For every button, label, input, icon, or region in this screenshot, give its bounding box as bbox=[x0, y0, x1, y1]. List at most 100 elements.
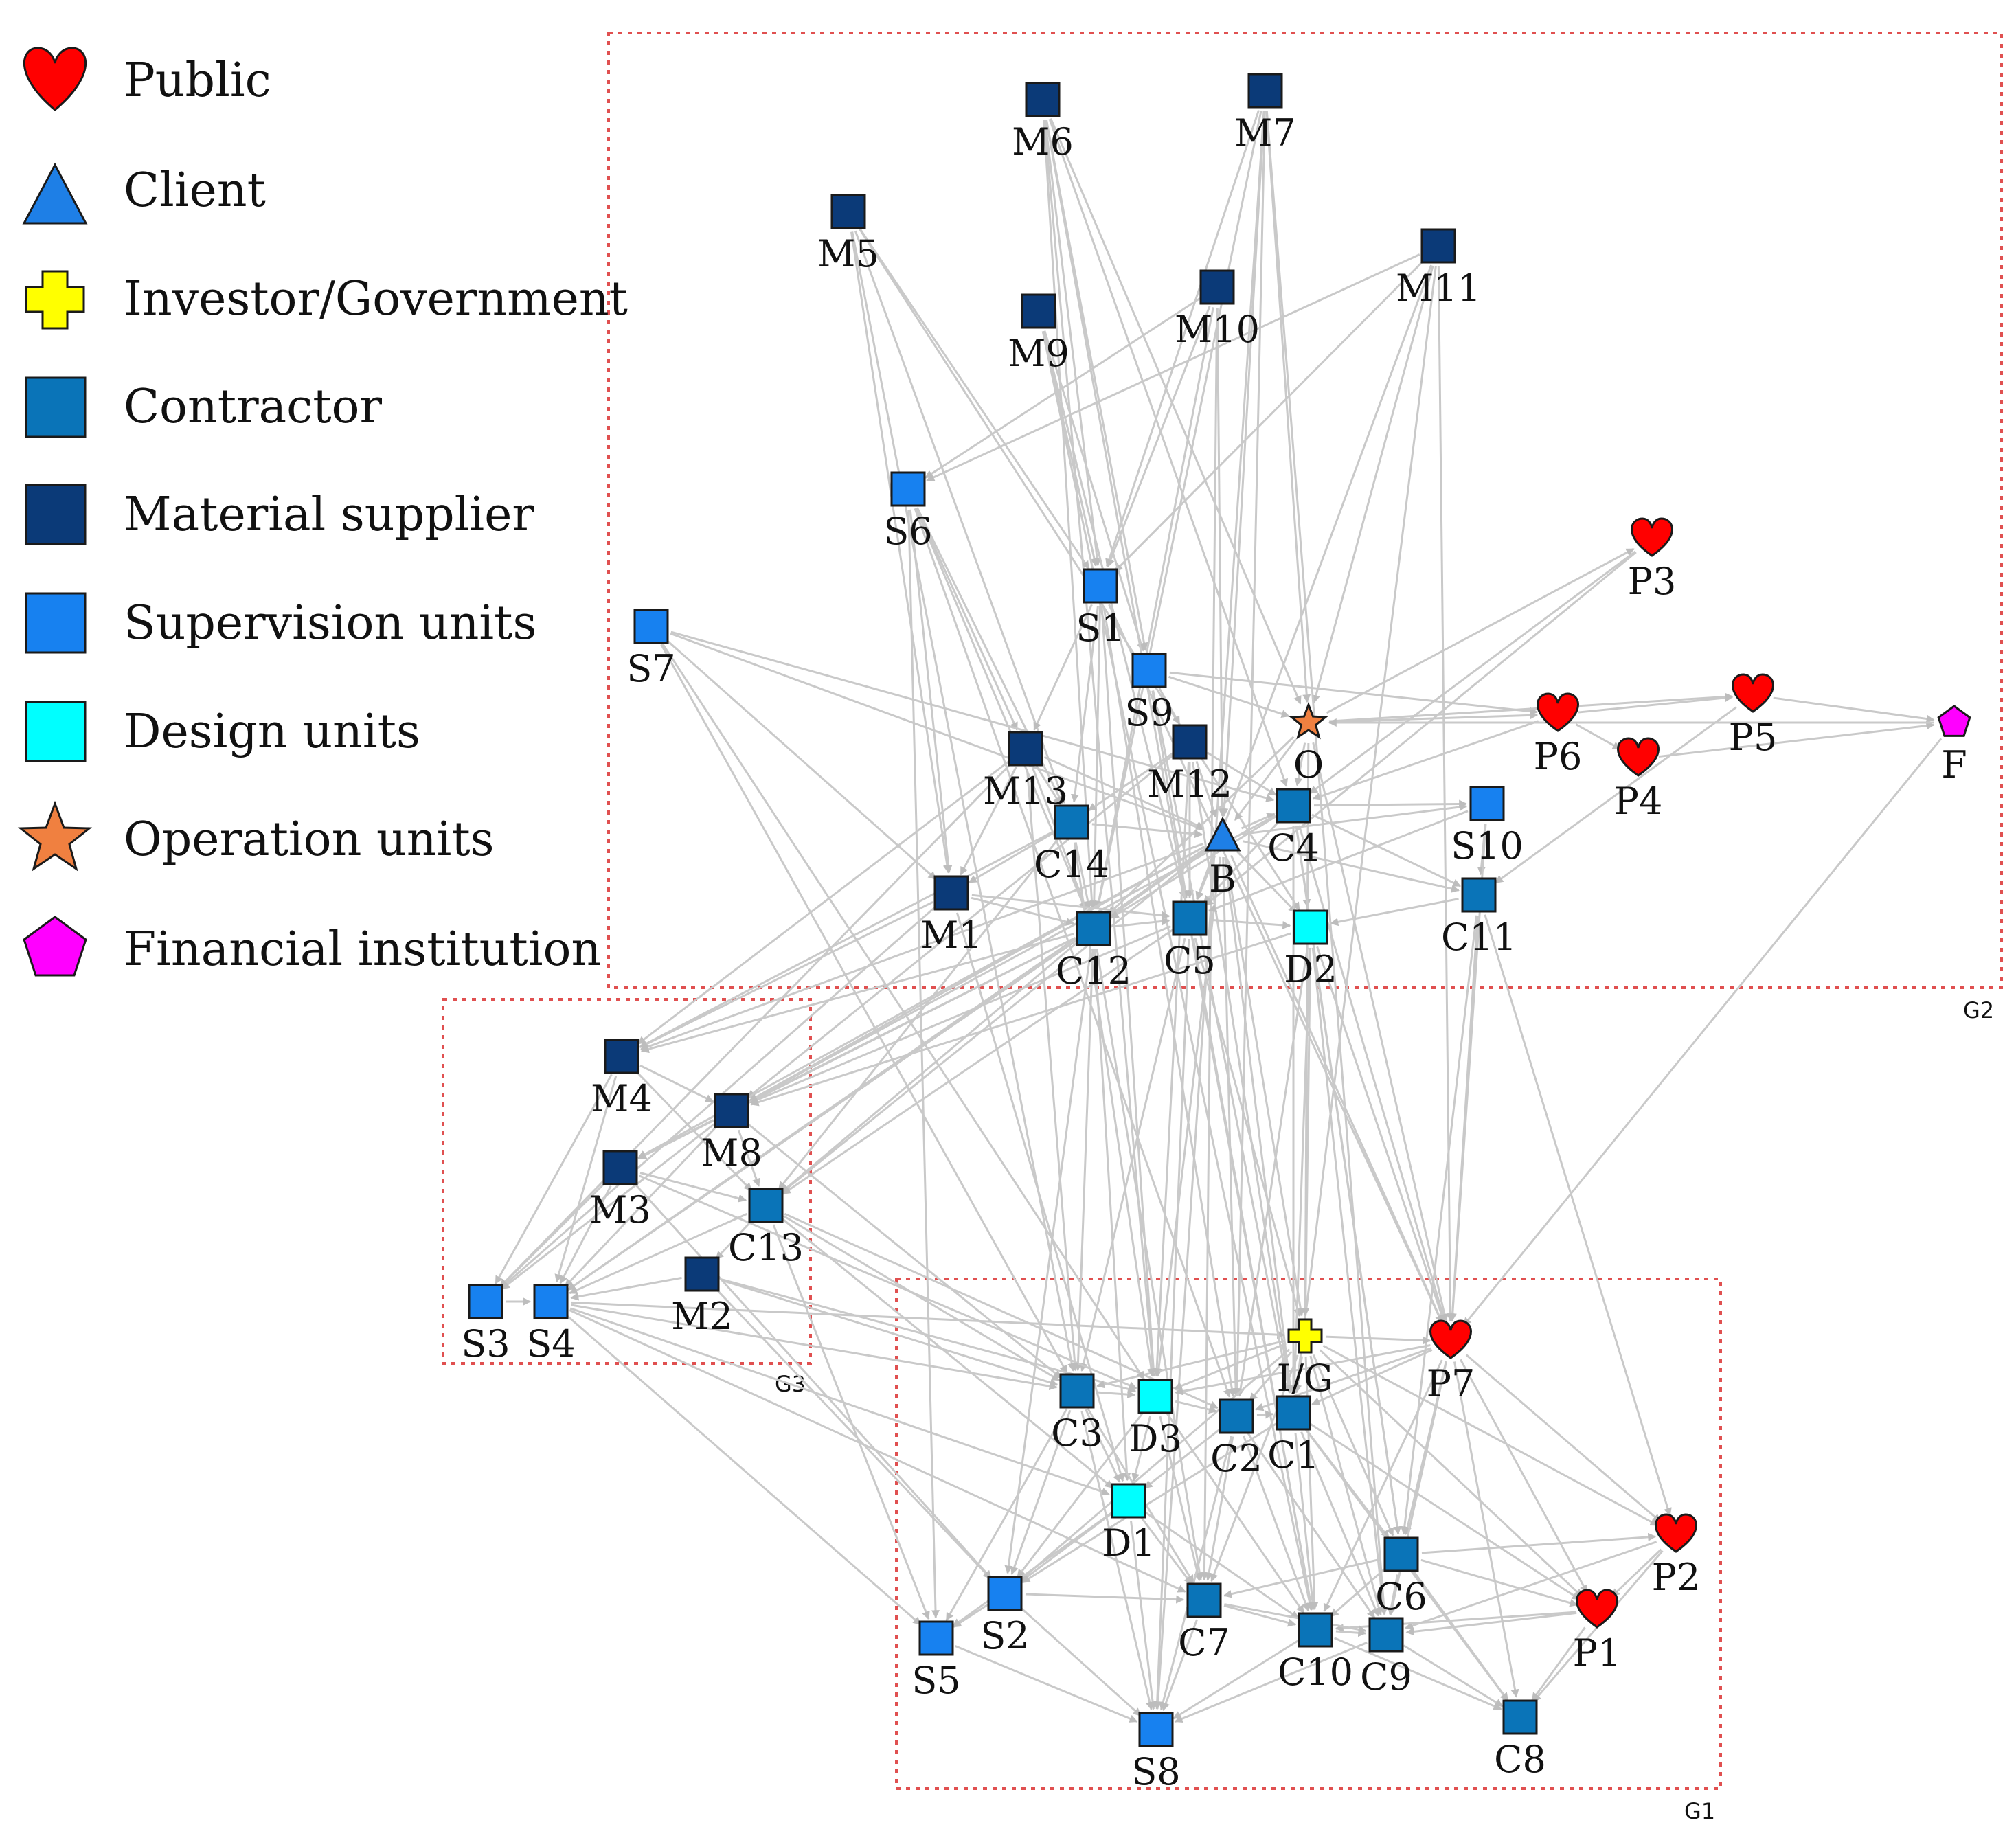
square-icon bbox=[1025, 82, 1061, 117]
edge-c7-c9 bbox=[1224, 1603, 1367, 1634]
edge-m1-m4 bbox=[639, 900, 933, 1049]
edge-p5-f bbox=[1773, 696, 1935, 723]
node-d2[interactable]: D2 bbox=[1284, 909, 1337, 991]
node-c12[interactable]: C12 bbox=[1056, 911, 1131, 992]
node-p4[interactable]: P4 bbox=[1614, 737, 1663, 823]
material-supplier-square-icon bbox=[25, 484, 87, 545]
square-icon bbox=[1219, 1398, 1254, 1434]
node-p2[interactable]: P2 bbox=[1652, 1513, 1701, 1599]
node-s3[interactable]: S3 bbox=[461, 1284, 510, 1365]
node-c11[interactable]: C11 bbox=[1441, 877, 1517, 959]
node-c8[interactable]: C8 bbox=[1494, 1699, 1546, 1781]
node-s1[interactable]: S1 bbox=[1076, 568, 1125, 650]
node-label-s7: S7 bbox=[626, 647, 675, 690]
edge-s4-ig bbox=[571, 1301, 1286, 1339]
node-m8[interactable]: M8 bbox=[701, 1093, 762, 1175]
edge-m1-d1 bbox=[955, 912, 1125, 1482]
node-f[interactable]: F bbox=[1937, 705, 1971, 786]
edge-b-d3 bbox=[1154, 856, 1221, 1377]
edge-m7-c9 bbox=[1265, 111, 1388, 1615]
node-s8[interactable]: S8 bbox=[1131, 1712, 1181, 1793]
edge-c11-c6 bbox=[1400, 915, 1477, 1535]
node-s2[interactable]: S2 bbox=[980, 1576, 1030, 1657]
triangle-icon bbox=[1204, 816, 1241, 852]
node-m9[interactable]: M9 bbox=[1008, 293, 1069, 375]
node-m5[interactable]: M5 bbox=[817, 194, 879, 275]
edge-m10-s1 bbox=[1107, 306, 1211, 568]
node-p3[interactable]: P3 bbox=[1628, 517, 1677, 603]
heart-icon bbox=[1576, 1589, 1618, 1629]
node-b[interactable]: B bbox=[1204, 816, 1241, 900]
node-d3[interactable]: D3 bbox=[1129, 1378, 1182, 1460]
node-p6[interactable]: P6 bbox=[1534, 692, 1583, 778]
legend-item-operation: Operation units bbox=[17, 800, 495, 872]
node-m2[interactable]: M2 bbox=[671, 1256, 733, 1338]
node-c3[interactable]: C3 bbox=[1051, 1373, 1103, 1455]
node-s6[interactable]: S6 bbox=[883, 471, 933, 553]
node-c10[interactable]: C10 bbox=[1278, 1612, 1353, 1694]
edge-c12-s2 bbox=[1004, 949, 1092, 1574]
square-icon bbox=[1137, 1378, 1173, 1414]
group-label-g2: G2 bbox=[1963, 997, 1994, 1023]
edge-m11-s1 bbox=[1114, 260, 1425, 572]
node-c5[interactable]: C5 bbox=[1164, 900, 1216, 982]
node-s4[interactable]: S4 bbox=[526, 1284, 576, 1365]
node-label-c13: C13 bbox=[728, 1226, 804, 1269]
node-m12[interactable]: M12 bbox=[1147, 724, 1232, 806]
node-label-m1: M1 bbox=[920, 914, 982, 957]
triangle-icon bbox=[22, 162, 88, 225]
edge-d2-ig bbox=[1301, 947, 1312, 1317]
edge-c12-c3 bbox=[1074, 949, 1094, 1372]
edge-c13-s4 bbox=[569, 1212, 748, 1295]
legend-item-investor: Investor/Government bbox=[25, 270, 628, 330]
node-s10[interactable]: S10 bbox=[1451, 786, 1524, 867]
node-p1[interactable]: P1 bbox=[1573, 1589, 1622, 1675]
node-p5[interactable]: P5 bbox=[1729, 673, 1778, 759]
edge-m10-b bbox=[1216, 307, 1227, 817]
edge-b-s10 bbox=[1243, 803, 1468, 835]
square-icon bbox=[890, 471, 926, 507]
edge-m11-o bbox=[1311, 265, 1434, 704]
node-label-m4: M4 bbox=[591, 1077, 653, 1120]
node-c1[interactable]: C1 bbox=[1267, 1395, 1320, 1477]
square-icon bbox=[1008, 731, 1043, 767]
node-m7[interactable]: M7 bbox=[1234, 73, 1296, 155]
node-m13[interactable]: M13 bbox=[983, 731, 1068, 813]
node-m1[interactable]: M1 bbox=[920, 875, 982, 957]
edge-m7-o bbox=[1265, 111, 1311, 703]
node-s9[interactable]: S9 bbox=[1124, 653, 1174, 734]
edge-c10-c8 bbox=[1334, 1637, 1502, 1710]
node-m6[interactable]: M6 bbox=[1012, 82, 1074, 163]
edges-layer bbox=[495, 109, 1943, 1723]
node-c2[interactable]: C2 bbox=[1210, 1398, 1262, 1480]
node-m4[interactable]: M4 bbox=[591, 1039, 653, 1120]
node-c4[interactable]: C4 bbox=[1267, 788, 1320, 870]
edge-s9-o bbox=[1168, 675, 1290, 718]
node-c9[interactable]: C9 bbox=[1360, 1617, 1412, 1699]
edge-s1-c14 bbox=[1070, 606, 1099, 803]
edge-c12-s4 bbox=[567, 939, 1078, 1291]
node-m11[interactable]: M11 bbox=[1396, 228, 1481, 310]
node-c7[interactable]: C7 bbox=[1178, 1582, 1230, 1664]
node-d1[interactable]: D1 bbox=[1102, 1483, 1155, 1565]
node-label-p3: P3 bbox=[1628, 560, 1677, 603]
edge-c2-c7 bbox=[1205, 1436, 1234, 1581]
node-o[interactable]: O bbox=[1289, 701, 1328, 786]
edge-m2-s2 bbox=[715, 1288, 992, 1580]
node-ig[interactable]: I/G bbox=[1277, 1318, 1334, 1400]
node-c13[interactable]: C13 bbox=[728, 1188, 804, 1269]
node-label-p1: P1 bbox=[1573, 1631, 1622, 1675]
edge-m13-m4 bbox=[637, 760, 1010, 1045]
node-m3[interactable]: M3 bbox=[589, 1150, 651, 1232]
node-label-c9: C9 bbox=[1360, 1655, 1412, 1699]
node-s5[interactable]: S5 bbox=[911, 1620, 961, 1702]
edge-c1-c10 bbox=[1294, 1433, 1317, 1611]
edge-m13-c14 bbox=[1035, 765, 1062, 806]
node-p7[interactable]: P7 bbox=[1427, 1319, 1475, 1405]
node-c14[interactable]: C14 bbox=[1034, 804, 1109, 886]
node-m10[interactable]: M10 bbox=[1175, 269, 1260, 351]
edge-m3-s2 bbox=[633, 1182, 993, 1579]
node-c6[interactable]: C6 bbox=[1375, 1536, 1427, 1618]
node-s7[interactable]: S7 bbox=[626, 609, 676, 690]
